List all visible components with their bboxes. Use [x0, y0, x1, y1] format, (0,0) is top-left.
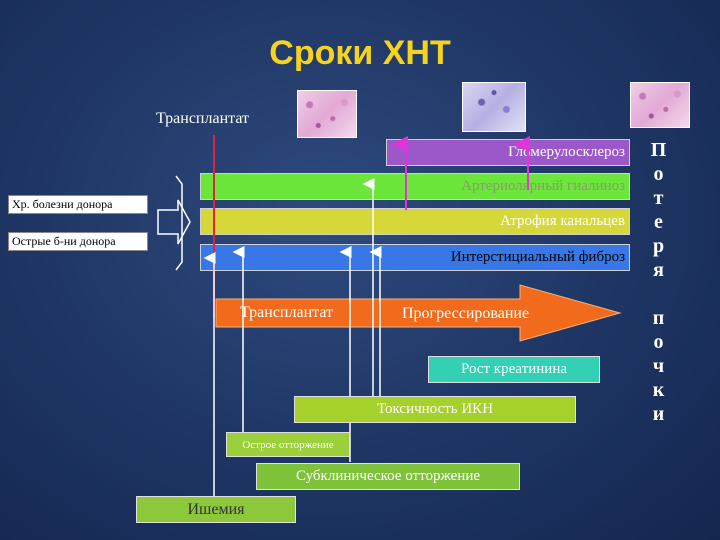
graft-loss-label: П о т е р я п о ч к и [650, 139, 668, 425]
cni-toxicity-box: Токсичность ИКН [294, 396, 576, 423]
histology-image-3 [630, 82, 690, 128]
transplant-top-label: Трансплантат [156, 110, 250, 127]
creatinine-rise-box: Рост креатинина [428, 356, 600, 383]
donor-chronic-disease-box: Хр. болезни донора [8, 195, 148, 214]
bar-interstitial-fibrosis-label: Интерстициальный фиброз [450, 249, 625, 265]
donor-arrow-icon [157, 199, 191, 245]
donor-acute-disease-box: Острые б-ни донора [8, 232, 148, 251]
bar-interstitial-fibrosis: Интерстициальный фиброз [200, 244, 630, 271]
donor-bracket [175, 175, 183, 271]
subclinical-rejection-box: Субклиническое отторжение [256, 463, 520, 490]
histology-image-1 [297, 90, 357, 138]
bar-glomerulosclerosis: Гломерулосклероз [386, 139, 630, 166]
bar-tubular-atrophy: Атрофия канальцев [200, 208, 630, 235]
progression-label: Прогрессирование [402, 305, 530, 322]
acute-rejection-box: Острое отторжение [226, 432, 350, 457]
progression-arrow [215, 284, 622, 342]
ischemia-box: Ишемия [136, 496, 296, 523]
bar-glomerulosclerosis-label: Гломерулосклероз [508, 144, 625, 160]
bar-arteriolar-hyalinosis-label: Артериолярный гиалиноз [461, 178, 625, 194]
progression-transplant-label: Трансплантат [240, 304, 334, 321]
histology-image-2 [462, 82, 526, 132]
bar-tubular-atrophy-label: Атрофия канальцев [500, 213, 625, 229]
slide-title: Сроки ХНТ [269, 34, 451, 72]
bar-arteriolar-hyalinosis: Артериолярный гиалиноз [200, 173, 630, 200]
